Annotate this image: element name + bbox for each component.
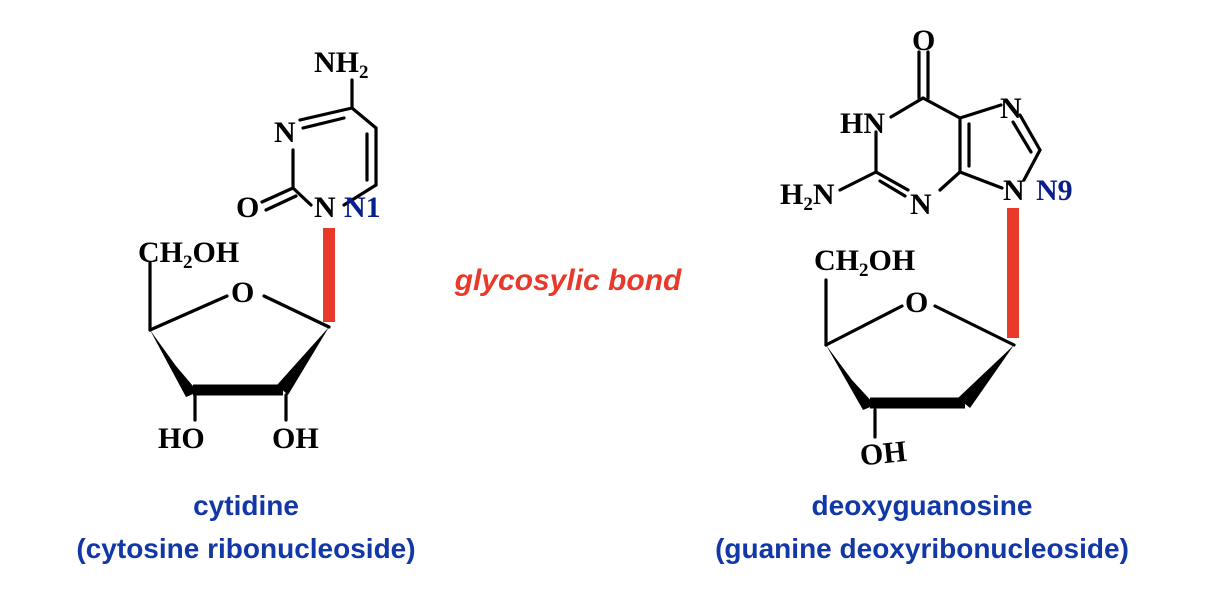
ch2oh-group: CH2OH — [814, 244, 915, 281]
hydroxyl-3: OH — [272, 422, 319, 455]
n9-tag: N9 — [1036, 174, 1073, 207]
amino-group: H2N — [780, 178, 835, 215]
deoxyguanosine-structure — [824, 50, 1042, 439]
cytidine-description: (cytosine ribonucleoside) — [76, 533, 415, 564]
n1-tag: N1 — [344, 191, 381, 224]
hydroxyl-3: OH — [858, 435, 908, 473]
n3-atom: N — [910, 188, 932, 221]
carbonyl-oxygen: O — [236, 191, 259, 224]
cytidine-structure — [148, 78, 378, 422]
n7-atom: N — [1000, 92, 1022, 125]
deoxyguanosine-name: deoxyguanosine — [812, 490, 1033, 521]
carbonyl-oxygen: O — [912, 24, 935, 57]
ch2oh-group: CH2OH — [138, 236, 239, 273]
cytidine-atoms: NH2 N O N N1 CH2OH O HO OH — [138, 46, 381, 455]
ring-oxygen: O — [905, 286, 928, 319]
deoxyguanosine-atoms: O HN N H2N N N N9 CH2OH O OH — [780, 24, 1073, 472]
hydroxyl-2: HO — [158, 422, 205, 455]
n1-atom: N — [314, 191, 336, 224]
ring-oxygen: O — [231, 276, 254, 309]
n9-atom: N — [1003, 174, 1025, 207]
hn-group: HN — [840, 107, 885, 140]
cytidine-name: cytidine — [193, 490, 299, 521]
amino-group: NH2 — [314, 46, 369, 83]
ring-nitrogen: N — [274, 116, 296, 149]
deoxyguanosine-description: (guanine deoxyribonucleoside) — [715, 533, 1129, 564]
glycosylic-bond-label: glycosylic bond — [454, 264, 682, 297]
